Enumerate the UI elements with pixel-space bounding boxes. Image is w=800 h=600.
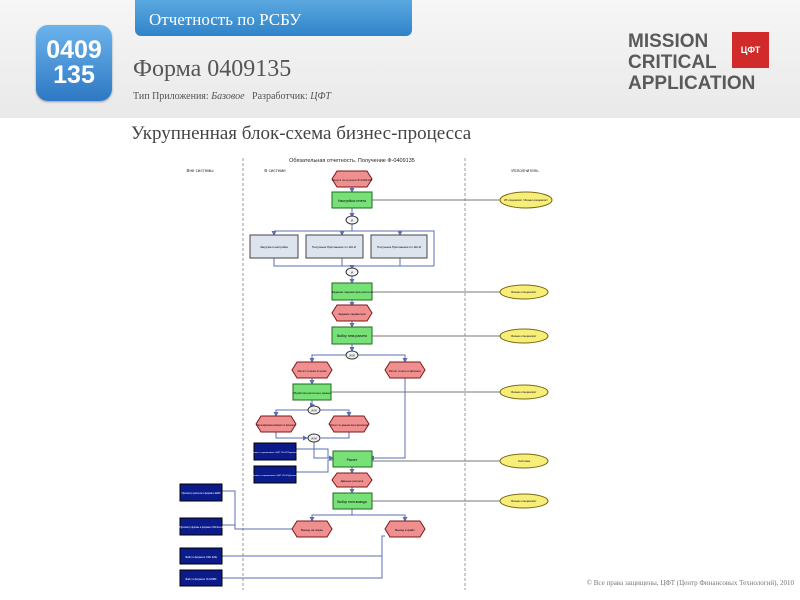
actor-5-label: Система (518, 459, 530, 463)
node-ext4 (179, 569, 223, 587)
logo-line1: MISSION (628, 31, 709, 52)
mission-critical-logo: MISSION CRITICAL APPLICATION (628, 31, 778, 94)
node-data-label: Данные расчета (341, 479, 364, 483)
developer-label: Разработчик: (252, 91, 308, 102)
logo-line2: CRITICAL (628, 52, 717, 73)
type-value: Базовое (211, 91, 245, 102)
form-badge-icon: 0409 135 (36, 25, 112, 101)
gate-5-label: ИЛИ (311, 437, 317, 441)
node-choose-out-label: Выбор типа вывода (337, 500, 367, 504)
gate-5 (307, 433, 321, 443)
lane-label-system: В системе (264, 168, 286, 173)
type-label: Тип Приложения: (133, 91, 209, 102)
actor-2-label: Бизнес-специалист (511, 290, 537, 294)
node-setup (331, 191, 373, 209)
actor-5 (499, 453, 549, 469)
node-ext3-label: Файл в формате XML ЕГД (185, 555, 217, 559)
node-sub1 (249, 234, 299, 259)
badge-line2: 135 (53, 61, 95, 89)
actor-1-label: ИТ-специалист / Бизнес-специалист (504, 198, 549, 202)
node-calc (332, 450, 373, 468)
node-data (331, 472, 373, 488)
node-ext2 (179, 517, 223, 536)
form-meta: Тип Приложения: Базовое Разработчик: ЦФТ (133, 91, 331, 102)
node-calc-one-label: Расчет отчета по филиалу (389, 369, 422, 373)
gate-4-label: ИЛИ (311, 409, 317, 413)
gate-2-label: И (351, 271, 353, 275)
node-note2-label: Запись в справочнике «ЦФТ 110-И Данные» (253, 474, 299, 477)
node-ext1-label: Просмотр расчета в формате ЕМИ (182, 492, 221, 495)
node-print-screen (291, 520, 333, 538)
actor-3 (499, 328, 549, 344)
actor-6-label: Бизнес-специалист (511, 499, 537, 503)
node-calc-params (331, 304, 373, 322)
gate-1 (345, 215, 359, 225)
node-sub1-label: Загрузка и настройка (260, 245, 288, 249)
gate-2 (345, 267, 359, 277)
node-sub3 (370, 234, 428, 259)
cft-logo-icon: ЦФТ (732, 32, 769, 68)
node-ext3 (179, 547, 223, 565)
node-note2 (253, 465, 297, 484)
lane-label-actor: Исполнитель (511, 168, 539, 173)
node-calc-label: Расчет (347, 458, 358, 462)
node-detail1-label: Расшифровка выборки по филиалу (256, 424, 296, 427)
actor-2 (499, 284, 549, 300)
gate-4 (307, 405, 321, 415)
node-process (292, 383, 332, 401)
diagram-title: Обязательная отчетность. Получение Ф-040… (289, 158, 415, 164)
node-choose-label: Выбор типа расчета (337, 334, 367, 338)
copyright-footer: © Все права защищены, ЦФТ (Центр Финансо… (586, 579, 794, 587)
node-detail1 (255, 415, 297, 433)
section-title: Укрупненная блок-схема бизнес-процесса (131, 123, 472, 144)
actor-4 (499, 384, 549, 400)
node-ext2-label: Просмотр формы в формате MS Excel (180, 526, 223, 529)
node-print-file-label: Вывод в файл (395, 528, 415, 532)
node-calc-all (291, 361, 333, 379)
actor-6 (499, 493, 549, 509)
node-detail2-label: Расчет по данным всех филиалов (330, 424, 369, 427)
node-print-screen-label: Вывод на экран (301, 528, 323, 532)
logo-line3: APPLICATION (628, 73, 756, 94)
node-setup-label: Настройка отчета (338, 199, 366, 203)
badge-line1: 0409 (46, 36, 102, 64)
node-start-label: Запуск получения Ф-0409135 (332, 178, 373, 182)
actor-1 (499, 191, 553, 209)
node-sub3-label: Получение Приложения 2 к 110-И (377, 245, 421, 249)
node-choose-out (332, 492, 373, 510)
form-title: Форма 0409135 (133, 56, 292, 82)
gate-1-label: И (351, 219, 353, 223)
node-ext1 (179, 483, 223, 502)
node-process-label: Обработка расчетных данных (293, 391, 333, 395)
node-note1-label: Запись в справочнике «ЦФТ 110-И Перечень… (252, 451, 300, 454)
node-print-file (384, 520, 426, 538)
developer-value: ЦФТ (310, 91, 331, 102)
node-choose (331, 326, 373, 345)
node-calc-one (384, 361, 426, 379)
lane-label-outside: Вне системы (186, 168, 213, 173)
node-sub2 (305, 234, 364, 259)
node-calc-params-label: Задание параметров (338, 312, 366, 316)
node-ext4-label: Файл в формате XLS/DBF (185, 577, 217, 581)
node-calc-all-label: Расчет по всем отчетам (298, 369, 327, 373)
gate-3 (345, 350, 359, 360)
node-params (331, 282, 373, 301)
node-detail2 (328, 415, 370, 433)
actor-4-label: Бизнес-специалист (511, 390, 537, 394)
node-sub2-label: Получение Приложения 1 к 110-И (312, 245, 356, 249)
section-tab[interactable]: Отчетность по РСБУ (135, 0, 412, 36)
node-note1 (253, 442, 297, 461)
gate-3-label: ИЛИ (349, 354, 355, 358)
actor-3-label: Бизнес-специалист (511, 334, 537, 338)
node-params-label: Задание параметров расчета (331, 290, 372, 294)
node-start (331, 170, 373, 188)
